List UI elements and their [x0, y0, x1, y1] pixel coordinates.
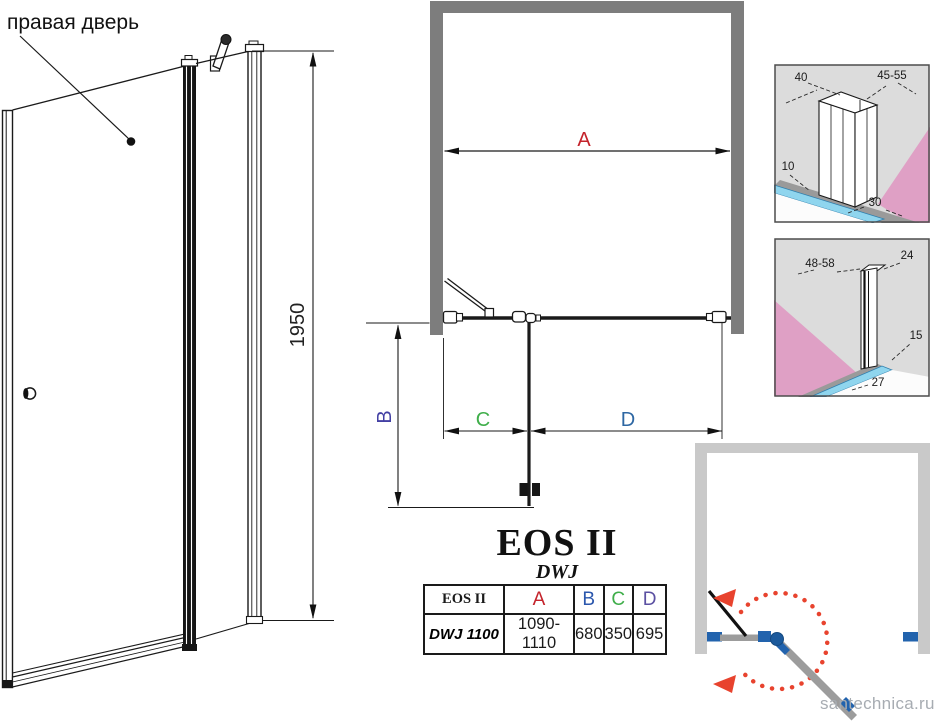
product-model-line: DWJ [535, 561, 579, 583]
support-brace [444, 277, 495, 318]
swing-open-door [777, 640, 857, 721]
detail2-profile-bar [859, 264, 887, 370]
detail1-dim-10: 10 [782, 161, 795, 173]
front-view-drawing: правая дверь [1, 11, 334, 689]
swing-pivot [770, 632, 784, 646]
pivot-hinge [511, 310, 541, 324]
height-dimension: 1950 [252, 50, 334, 621]
spec-value-b: 680 [573, 613, 605, 655]
swing-panel-connector [758, 631, 771, 642]
swing-door-handle [840, 697, 855, 712]
detail2-floor [826, 370, 930, 397]
detail1-dim-45-55: 45-55 [877, 70, 906, 82]
dim-b-label: B [374, 410, 396, 423]
dimension-c: C [443, 338, 527, 439]
spec-header-c: C [602, 584, 635, 615]
swing-fixed-panel [720, 634, 760, 641]
spec-header-b: B [573, 584, 605, 615]
door-type-label: правая дверь [7, 11, 139, 34]
fixed-panel-glass [195, 50, 250, 640]
height-dim-label: 1950 [287, 303, 309, 348]
detail2-dim-24: 24 [901, 250, 914, 262]
spec-value-d: 695 [632, 613, 668, 655]
hinge-profile [180, 55, 199, 651]
product-series-title: EOS II [496, 522, 618, 564]
swing-arrow-down-icon [713, 675, 736, 693]
leader-line [19, 35, 131, 141]
spec-header-d: D [632, 584, 668, 615]
dim-d-label: D [621, 409, 635, 431]
closed-door-line [442, 277, 731, 324]
detail1-pink-wall [878, 127, 930, 223]
dim-a-label: A [577, 129, 591, 151]
plan-wall-top [430, 1, 744, 13]
plan-wall-left [430, 1, 443, 335]
spec-header-series: EOS II [423, 584, 505, 615]
detail2-pink-wall [774, 300, 875, 396]
bottom-sill [11, 636, 188, 688]
detail2-dim-27: 27 [872, 377, 885, 389]
spec-header-a: A [503, 584, 575, 615]
spec-table-data-row: DWJ 1100 1090-1110 680 350 695 [423, 613, 668, 655]
dimension-d: D [531, 322, 723, 439]
spec-value-c: 350 [602, 613, 635, 655]
spec-model: DWJ 1100 [423, 613, 505, 655]
site-watermark: santechnica.ru [820, 694, 935, 713]
plan-wall-right [731, 1, 744, 334]
detail1-dim-30: 30 [869, 197, 882, 209]
detail1-dimensions: 40 45-55 10 30 [782, 70, 917, 217]
detail1-floor [774, 193, 872, 223]
detail-view-glass-profile: 48-58 24 15 27 [774, 238, 930, 397]
swing-arc [738, 590, 830, 692]
detail2-dim-48-58: 48-58 [805, 258, 834, 270]
plan-view-drawing: A [366, 1, 744, 508]
spec-value-a: 1090-1110 [503, 613, 575, 655]
wall-mount-bracket [209, 34, 232, 72]
door-annotation: правая дверь [7, 11, 139, 146]
detail1-glass-strip [774, 184, 886, 223]
product-title-block: EOS II DWJ [423, 524, 691, 582]
open-door-line [519, 322, 540, 506]
door-glass-panel [12, 65, 188, 674]
spec-table: EOS II A B C D DWJ 1100 1090-1110 680 35… [423, 584, 668, 655]
swing-right-bracket [903, 632, 918, 642]
door-knob [23, 387, 37, 400]
leader-dot [126, 137, 136, 146]
detail1-dim-40: 40 [795, 72, 808, 84]
dimension-b: B [366, 322, 534, 508]
spec-table-header-row: EOS II A B C D [423, 584, 668, 615]
swing-arrow-up-icon [713, 589, 736, 607]
right-wall-profile [244, 40, 265, 625]
swing-left-bracket [707, 632, 722, 642]
swing-wall-top [695, 443, 930, 453]
detail-view-wall-profile: 40 45-55 10 30 [774, 64, 930, 223]
detail1-profile-block [817, 91, 879, 208]
dimension-a: A [444, 129, 730, 155]
door-swing-diagram [695, 443, 930, 721]
swing-wall-left [695, 443, 707, 654]
dim-c-label: C [476, 409, 490, 431]
detail2-dimensions: 48-58 24 15 27 [797, 250, 923, 391]
left-wall-profile [1, 109, 14, 689]
detail2-floor-strip [798, 363, 882, 397]
swing-wall-right [918, 443, 930, 654]
open-door-knob [519, 483, 528, 496]
detail2-dim-15: 15 [910, 330, 923, 342]
